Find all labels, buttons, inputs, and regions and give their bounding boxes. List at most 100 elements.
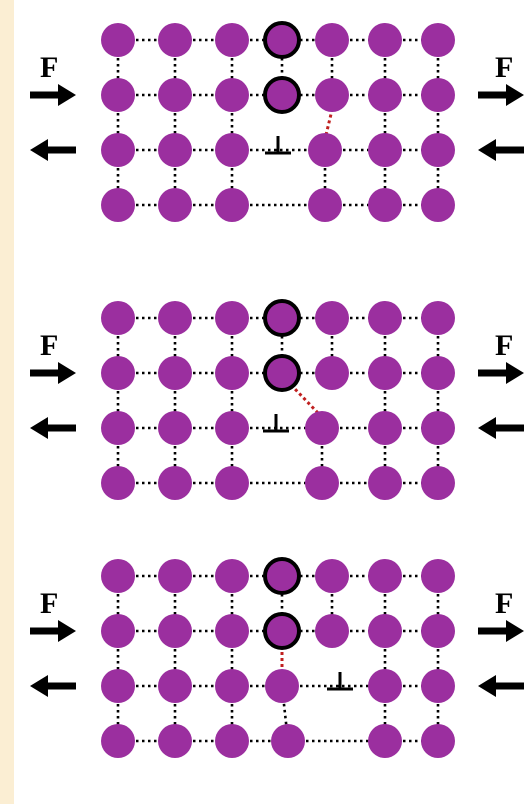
right-force-arrow-left xyxy=(478,675,524,697)
dislocation-symbol xyxy=(263,414,289,433)
atom xyxy=(368,466,402,500)
atom xyxy=(421,466,455,500)
left-force-arrow-right xyxy=(30,620,76,642)
atom xyxy=(101,411,135,445)
atom xyxy=(215,724,249,758)
atom xyxy=(101,614,135,648)
atom xyxy=(215,669,249,703)
atom xyxy=(421,78,455,112)
arrow-shape xyxy=(478,139,524,161)
atom xyxy=(101,724,135,758)
marked-atom xyxy=(263,21,301,59)
atom xyxy=(158,301,192,335)
atom xyxy=(315,559,349,593)
atom xyxy=(215,356,249,390)
atom xyxy=(158,724,192,758)
marked-atom xyxy=(263,557,301,595)
atom xyxy=(368,724,402,758)
atom xyxy=(101,23,135,57)
atom xyxy=(368,356,402,390)
atom xyxy=(305,466,339,500)
atom xyxy=(158,188,192,222)
atom xyxy=(368,23,402,57)
atom xyxy=(368,301,402,335)
force-label-left: F xyxy=(40,51,58,84)
atom xyxy=(215,466,249,500)
atom xyxy=(421,301,455,335)
arrow-shape xyxy=(478,362,524,384)
arrow-shape xyxy=(478,84,524,106)
atom xyxy=(421,559,455,593)
arrow-shape xyxy=(30,620,76,642)
atom xyxy=(158,133,192,167)
arrow-shape xyxy=(30,84,76,106)
force-label-left: F xyxy=(40,329,58,362)
arrow-shape xyxy=(478,620,524,642)
atom xyxy=(158,411,192,445)
atom xyxy=(158,669,192,703)
marked-atom xyxy=(263,612,301,650)
atom xyxy=(421,188,455,222)
atom xyxy=(215,301,249,335)
right-force-arrow-right xyxy=(478,620,524,642)
atom xyxy=(215,78,249,112)
atom xyxy=(315,356,349,390)
atom xyxy=(158,78,192,112)
atom xyxy=(101,559,135,593)
atom xyxy=(421,356,455,390)
atom xyxy=(101,188,135,222)
atom xyxy=(158,23,192,57)
marked-atom xyxy=(263,299,301,337)
arrow-shape xyxy=(478,417,524,439)
atom xyxy=(368,411,402,445)
atom xyxy=(101,669,135,703)
atom xyxy=(308,133,342,167)
atom xyxy=(368,559,402,593)
atom xyxy=(368,78,402,112)
right-force-arrow-left xyxy=(478,139,524,161)
arrow-shape xyxy=(30,362,76,384)
atom xyxy=(305,411,339,445)
atom xyxy=(421,133,455,167)
left-force-arrow-right xyxy=(30,84,76,106)
atom xyxy=(421,23,455,57)
atom xyxy=(158,614,192,648)
atom xyxy=(101,466,135,500)
right-force-arrow-right xyxy=(478,362,524,384)
arrow-shape xyxy=(478,675,524,697)
atom xyxy=(215,559,249,593)
atom xyxy=(101,133,135,167)
atom xyxy=(421,669,455,703)
dislocation-symbol xyxy=(265,136,291,155)
left-force-arrow-left xyxy=(30,417,76,439)
force-label-right: F xyxy=(495,587,513,620)
atom xyxy=(215,614,249,648)
atom xyxy=(101,301,135,335)
atom xyxy=(315,301,349,335)
atom xyxy=(368,614,402,648)
atom xyxy=(158,559,192,593)
dislocation-symbol xyxy=(327,672,353,691)
atom xyxy=(101,356,135,390)
marked-atom xyxy=(263,76,301,114)
atom xyxy=(315,614,349,648)
left-force-arrow-left xyxy=(30,139,76,161)
atom xyxy=(158,466,192,500)
atom xyxy=(158,356,192,390)
force-label-right: F xyxy=(495,329,513,362)
slipping-bond xyxy=(292,386,320,415)
atom xyxy=(421,724,455,758)
atom xyxy=(101,78,135,112)
left-force-arrow-right xyxy=(30,362,76,384)
atom xyxy=(215,133,249,167)
slipping-bond xyxy=(324,109,334,136)
arrow-shape xyxy=(30,675,76,697)
atom xyxy=(421,614,455,648)
right-force-arrow-right xyxy=(478,84,524,106)
atom xyxy=(315,78,349,112)
atom xyxy=(215,23,249,57)
